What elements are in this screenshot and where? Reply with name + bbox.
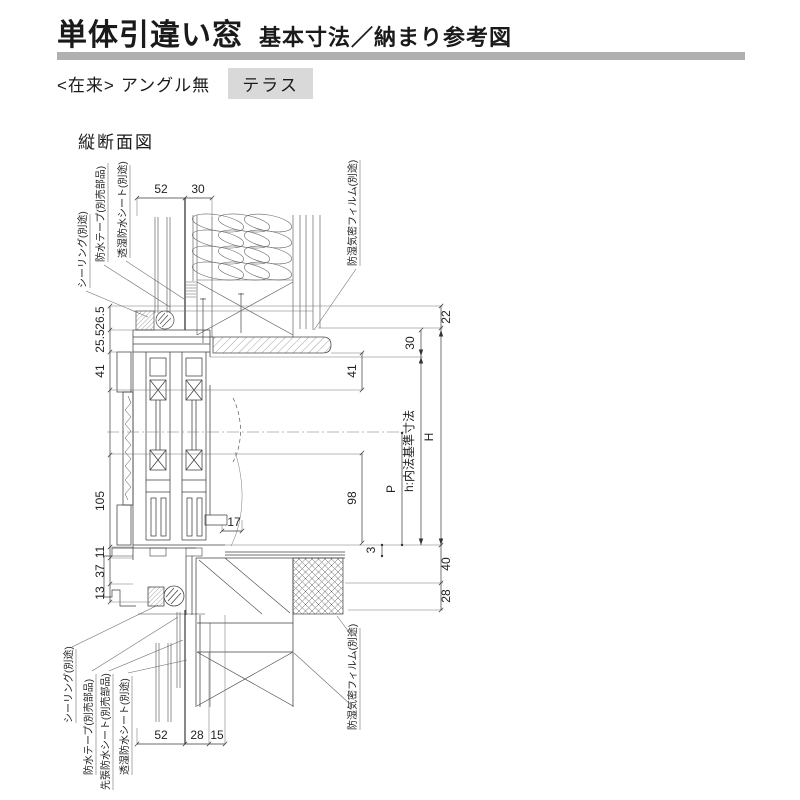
label-top-tape: 防水テープ(別売部品)	[94, 166, 107, 262]
view-label: 縦断面図	[78, 133, 154, 152]
window-frame	[116, 329, 243, 560]
label-bottom-tape: 防水テープ(別売部品)	[82, 679, 95, 775]
page-header: 単体引違い窓 基本寸法／納まり参考図	[57, 10, 512, 54]
dim-right-30: 30	[403, 336, 417, 350]
dim-right-41: 41	[345, 364, 359, 378]
variant-angle: アングル無	[120, 76, 211, 95]
head-trim	[212, 336, 332, 354]
dim-right-P: P	[384, 485, 398, 493]
label-bottom-pre-sheet: 先張防水シート(別売部品)	[99, 673, 112, 790]
variant-type-badge: テラス	[228, 68, 313, 99]
insulation-batt	[192, 213, 293, 281]
dim-left-37: 37	[93, 564, 107, 578]
page-title: 単体引違い窓	[57, 19, 243, 52]
wall-below	[155, 610, 186, 744]
dim-left-25_5: 25.5	[93, 329, 107, 353]
dim-bottom-15: 15	[210, 728, 224, 742]
dim-bottom-28: 28	[190, 728, 204, 742]
dim-right-98: 98	[345, 491, 359, 505]
extension-lines	[107, 198, 443, 744]
label-bottom-film: 防湿気密フィルム(別途)	[346, 624, 359, 730]
head-sealing	[135, 310, 175, 331]
dim-left-13: 13	[93, 586, 107, 600]
dimensions	[107, 195, 444, 747]
label-top-sheet: 透湿防水シート(別途)	[116, 161, 129, 258]
variant-construction: <在来>	[57, 76, 115, 95]
label-top-film: 防湿気密フィルム(別途)	[346, 160, 359, 266]
dim-right-40: 40	[439, 557, 453, 571]
dim-bottom-52: 52	[154, 728, 168, 742]
dim-right-3: 3	[364, 546, 378, 553]
dim-left-41: 41	[93, 364, 107, 378]
label-top-sealing: シーリング(別途)	[76, 211, 89, 288]
label-bottom-sealing: シーリング(別途)	[62, 646, 75, 723]
sill-floor	[103, 544, 345, 707]
dim-left-11: 11	[93, 545, 107, 558]
dim-right-h: h:内法基準寸法	[401, 410, 416, 492]
label-bottom-sheet: 透湿防水シート(別途)	[118, 678, 131, 775]
dim-right-28: 28	[439, 589, 453, 603]
header-rule	[57, 52, 745, 60]
dim-top-52: 52	[154, 182, 168, 196]
dim-right-H: H	[422, 433, 436, 442]
leader-labels-top: シーリング(別途) 防水テープ(別売部品) 透湿防水シート(別途) 防湿気密フィ…	[76, 160, 361, 331]
leader-labels-bottom: シーリング(別途) 防水テープ(別売部品) 先張防水シート(別売部品) 透湿防水…	[62, 604, 361, 790]
dim-top-30: 30	[191, 182, 205, 196]
outer-sash	[145, 352, 171, 557]
dim-left-26_5: 26.5	[93, 306, 107, 330]
page-subtitle: 基本寸法／納まり参考図	[259, 25, 513, 50]
dimension-labels: 52 30 26.5 25.5 41 105 11 37 13 17 41 98…	[93, 182, 453, 742]
dim-right-22: 22	[439, 310, 453, 324]
variant-row: <在来> アングル無 テラス	[57, 68, 313, 99]
dim-mid-17: 17	[227, 515, 241, 529]
wall-above	[154, 198, 321, 343]
dim-left-105: 105	[93, 491, 107, 511]
